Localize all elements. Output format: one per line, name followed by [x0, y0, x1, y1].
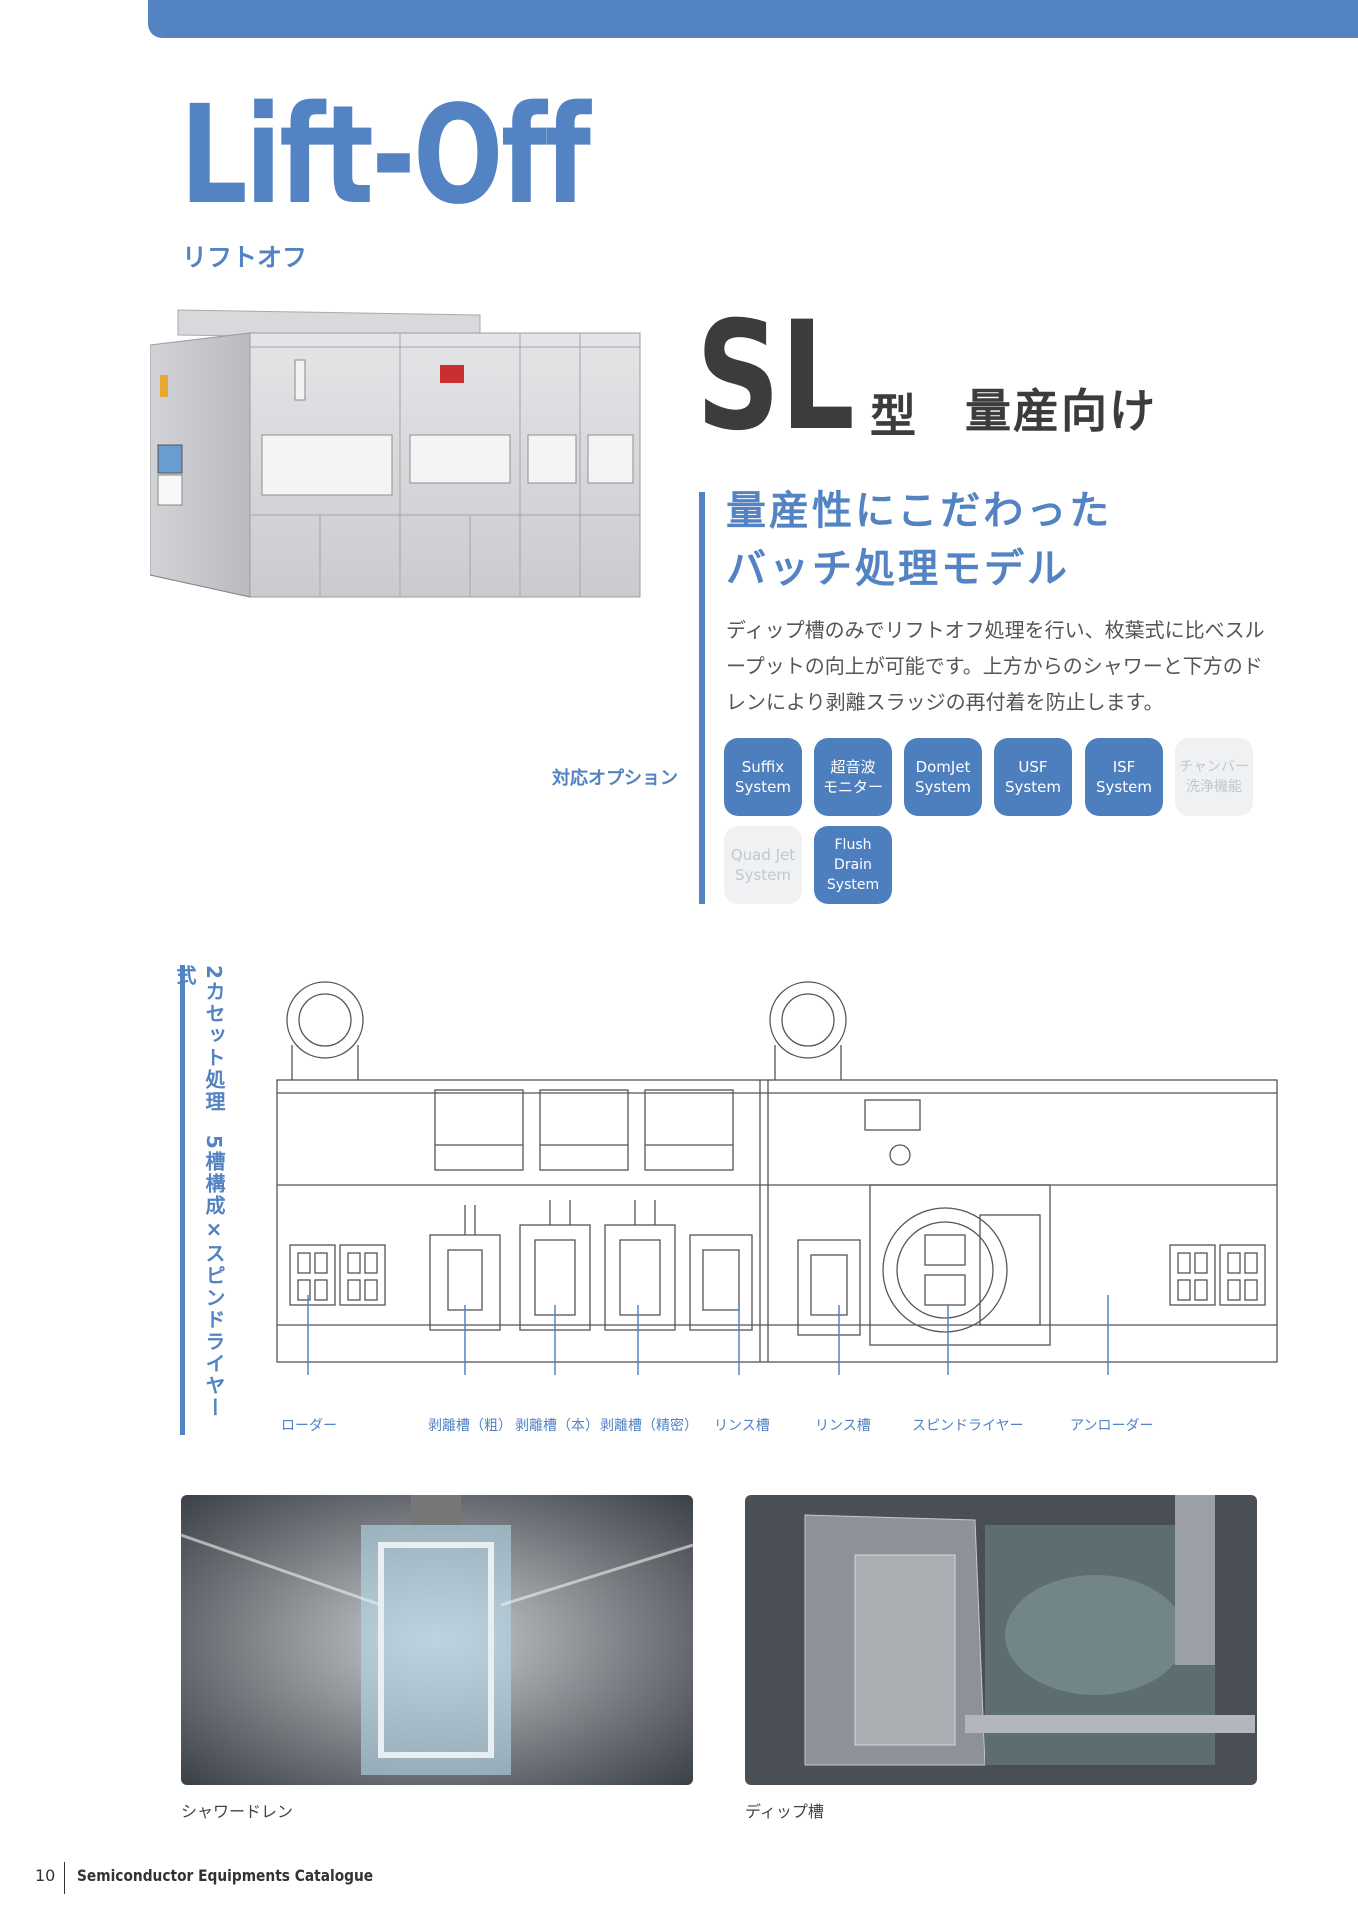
diagram-label-spin-dryer: スピンドライヤー	[912, 1418, 1024, 1434]
diagram-label-rinse-2: リンス槽	[815, 1418, 871, 1434]
option-badge-flushdrain: Flush Drain System	[814, 826, 892, 904]
process-diagram	[276, 981, 1278, 1375]
headline: 量産性にこだわった バッチ処理モデル	[726, 482, 1112, 598]
option-badge-suffix: Suffix System	[724, 738, 802, 816]
page-title: Lift-Off	[180, 77, 591, 235]
body-text: ディップ槽のみでリフトオフ処理を行い、枚葉式に比べスループットの向上が可能です。…	[726, 618, 1265, 714]
page-subtitle: リフトオフ	[182, 243, 308, 272]
diagram-label-rinse-1: リンス槽	[714, 1418, 770, 1434]
photo-caption-shower-drain: シャワードレン	[181, 1802, 294, 1821]
photo-shower-drain	[181, 1495, 693, 1785]
footer-text: Semiconductor Equipments Catalogue	[77, 1866, 374, 1885]
diagram-label-strip-rough: 剥離槽（粗）	[428, 1418, 512, 1434]
diagram-label-loader: ローダー	[281, 1418, 337, 1434]
model-name: SL	[696, 290, 855, 464]
diagram-label-unloader: アンローダー	[1070, 1418, 1154, 1434]
photo-dip-tank	[745, 1495, 1257, 1785]
model-description: 量産向け	[965, 384, 1157, 438]
options-label: 対応オプション	[552, 768, 678, 789]
headline-line-2: バッチ処理モデル	[726, 546, 1070, 592]
page-number: 10	[35, 1866, 56, 1885]
photo-caption-dip-tank: ディップ槽	[745, 1802, 824, 1821]
diagram-label-strip-precise: 剥離槽（精密）	[600, 1418, 698, 1434]
accent-line	[699, 492, 705, 904]
option-badge-isf: ISF System	[1085, 738, 1163, 816]
option-badge-domjet: DomJet System	[904, 738, 982, 816]
diagram-label-strip-main: 剥離槽（本）	[515, 1418, 599, 1434]
option-badge-usf: USF System	[994, 738, 1072, 816]
option-badge-ultrasonic: 超音波 モニター	[814, 738, 892, 816]
diagram-title: 2カセット処理 5槽構成×スピンドライヤー式	[173, 965, 229, 1435]
option-badge-chamber: チャンバー 洗浄機能	[1175, 738, 1253, 816]
model-suffix: 型	[870, 389, 916, 443]
option-badge-quadjet: Quad Jet System	[724, 826, 802, 904]
headline-line-1: 量産性にこだわった	[726, 488, 1113, 534]
footer-separator	[64, 1862, 65, 1894]
machine-illustration	[150, 309, 641, 598]
top-bar	[148, 0, 1358, 38]
